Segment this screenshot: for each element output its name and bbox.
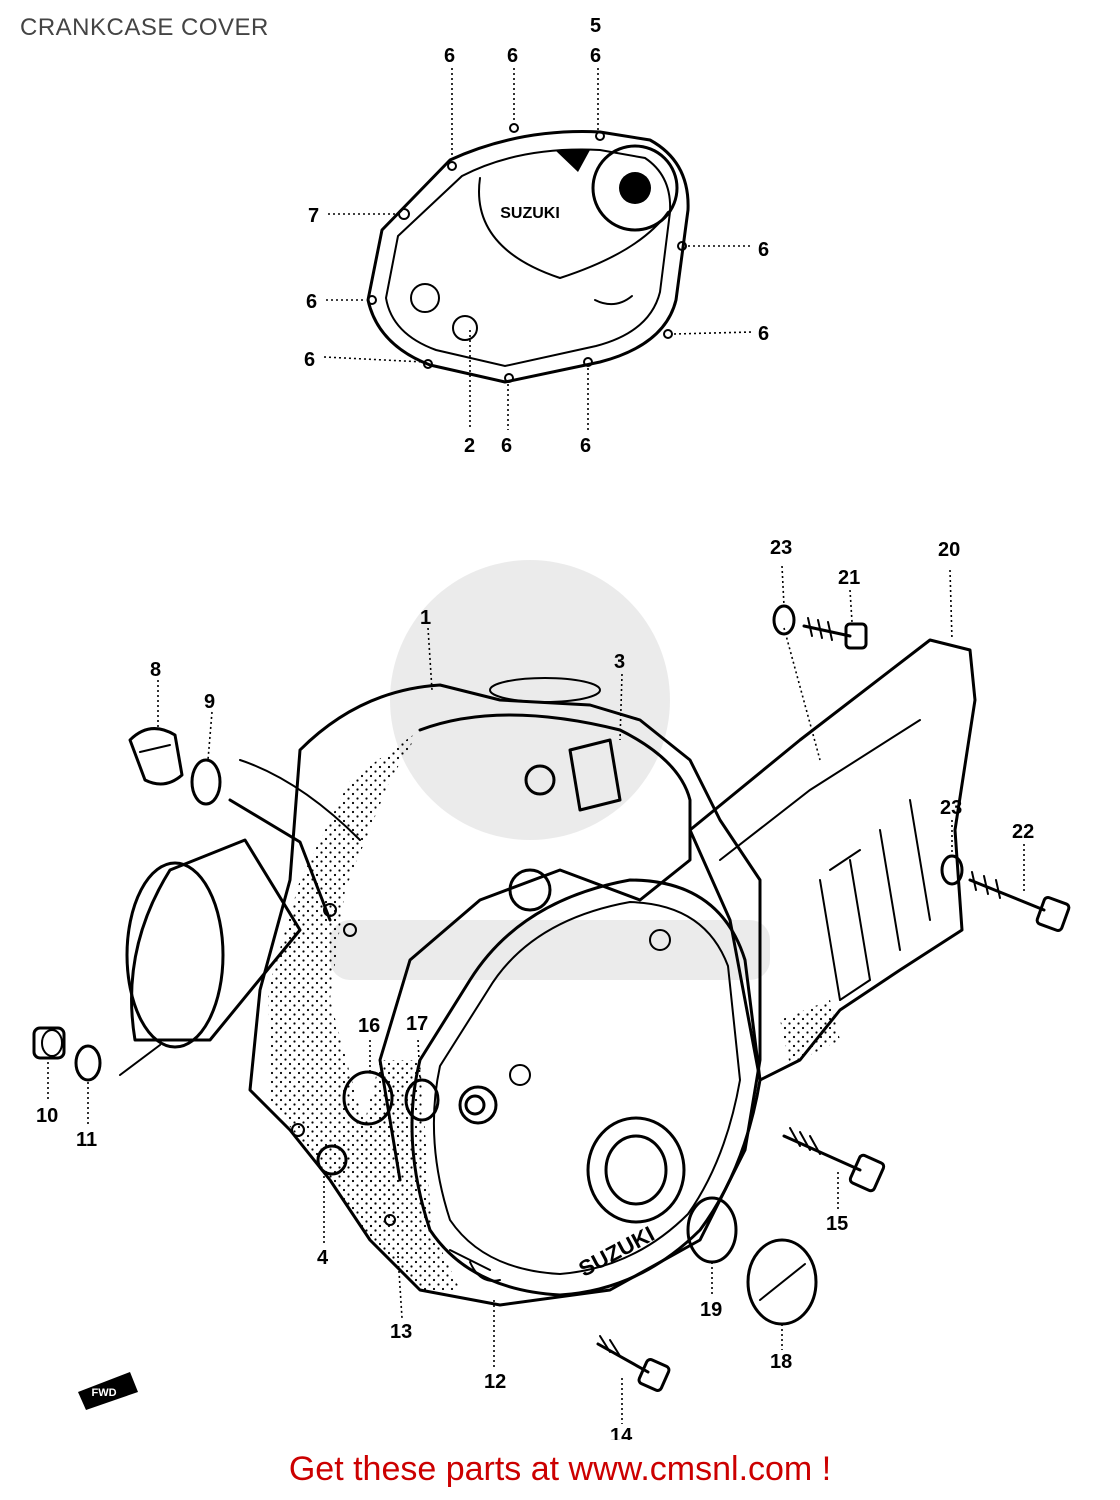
callout-15: 15 xyxy=(826,1213,848,1235)
front-arrow-icon: FWD xyxy=(78,1372,138,1410)
callout-6: 6 xyxy=(507,45,518,67)
cover-upper: SUZUKI xyxy=(366,123,690,384)
callout-6: 6 xyxy=(758,239,769,261)
callout-5: 5 xyxy=(590,15,601,37)
oil-filler-cap xyxy=(128,727,184,786)
leaders-upper xyxy=(323,68,753,430)
callout-6: 6 xyxy=(304,349,315,371)
callout-19: 19 xyxy=(700,1299,722,1321)
callout-20: 20 xyxy=(938,539,960,561)
callout-6: 6 xyxy=(580,435,591,457)
callout-21: 21 xyxy=(838,567,860,589)
callout-6: 6 xyxy=(444,45,455,67)
washer-11 xyxy=(74,1044,102,1082)
page-title: CRANKCASE COVER xyxy=(20,14,269,41)
o-ring-17 xyxy=(404,1078,440,1122)
callout-6: 6 xyxy=(590,45,601,67)
inspection-cap xyxy=(746,1238,818,1326)
brand-marking-upper: SUZUKI xyxy=(500,205,560,222)
callout-11: 11 xyxy=(76,1129,97,1151)
callout-17: 17 xyxy=(406,1013,428,1035)
leaders-main xyxy=(47,565,1025,1424)
o-ring-9 xyxy=(190,758,222,806)
callout-12: 12 xyxy=(484,1371,506,1393)
callout-6: 6 xyxy=(758,323,769,345)
callout-23-right: 23 xyxy=(940,797,962,819)
callout-8: 8 xyxy=(150,659,161,681)
bolt-21 xyxy=(802,617,868,650)
callouts-main: 1 3 8 9 23 21 20 23 22 10 11 16 17 15 4 … xyxy=(36,537,1034,1440)
callout-22: 22 xyxy=(1012,821,1034,843)
callout-16: 16 xyxy=(358,1015,380,1037)
sprocket-cover xyxy=(688,638,977,1082)
callout-2: 2 xyxy=(464,435,475,457)
callout-10: 10 xyxy=(36,1105,58,1127)
callout-9: 9 xyxy=(204,691,215,713)
dowel-4 xyxy=(316,1144,348,1176)
callout-14: 14 xyxy=(610,1425,633,1440)
bolt-14 xyxy=(596,1335,671,1392)
callout-6: 6 xyxy=(501,435,512,457)
callout-7: 7 xyxy=(308,205,319,227)
callout-18: 18 xyxy=(770,1351,792,1373)
callout-6: 6 xyxy=(306,291,317,313)
callout-4: 4 xyxy=(317,1247,329,1269)
parts-diagram: SUZUKI xyxy=(32,15,1071,1440)
svg-text:FWD: FWD xyxy=(91,1387,116,1399)
plug-16 xyxy=(342,1070,394,1126)
callout-23-top: 23 xyxy=(770,537,792,559)
callouts-upper: 5 6 6 6 6 7 6 6 6 6 6 2 6 6 xyxy=(304,15,769,457)
brand-marking-main: SUZUKI xyxy=(574,1221,658,1282)
bolt-22 xyxy=(968,871,1071,932)
drain-plug xyxy=(32,1026,66,1060)
cta-link[interactable]: Get these parts at www.cmsnl.com ! xyxy=(288,1450,832,1488)
callout-1: 1 xyxy=(420,607,431,629)
o-ring-19 xyxy=(686,1196,738,1264)
bolt-15 xyxy=(782,1127,886,1193)
callout-3: 3 xyxy=(614,651,625,673)
callout-13: 13 xyxy=(390,1321,412,1343)
